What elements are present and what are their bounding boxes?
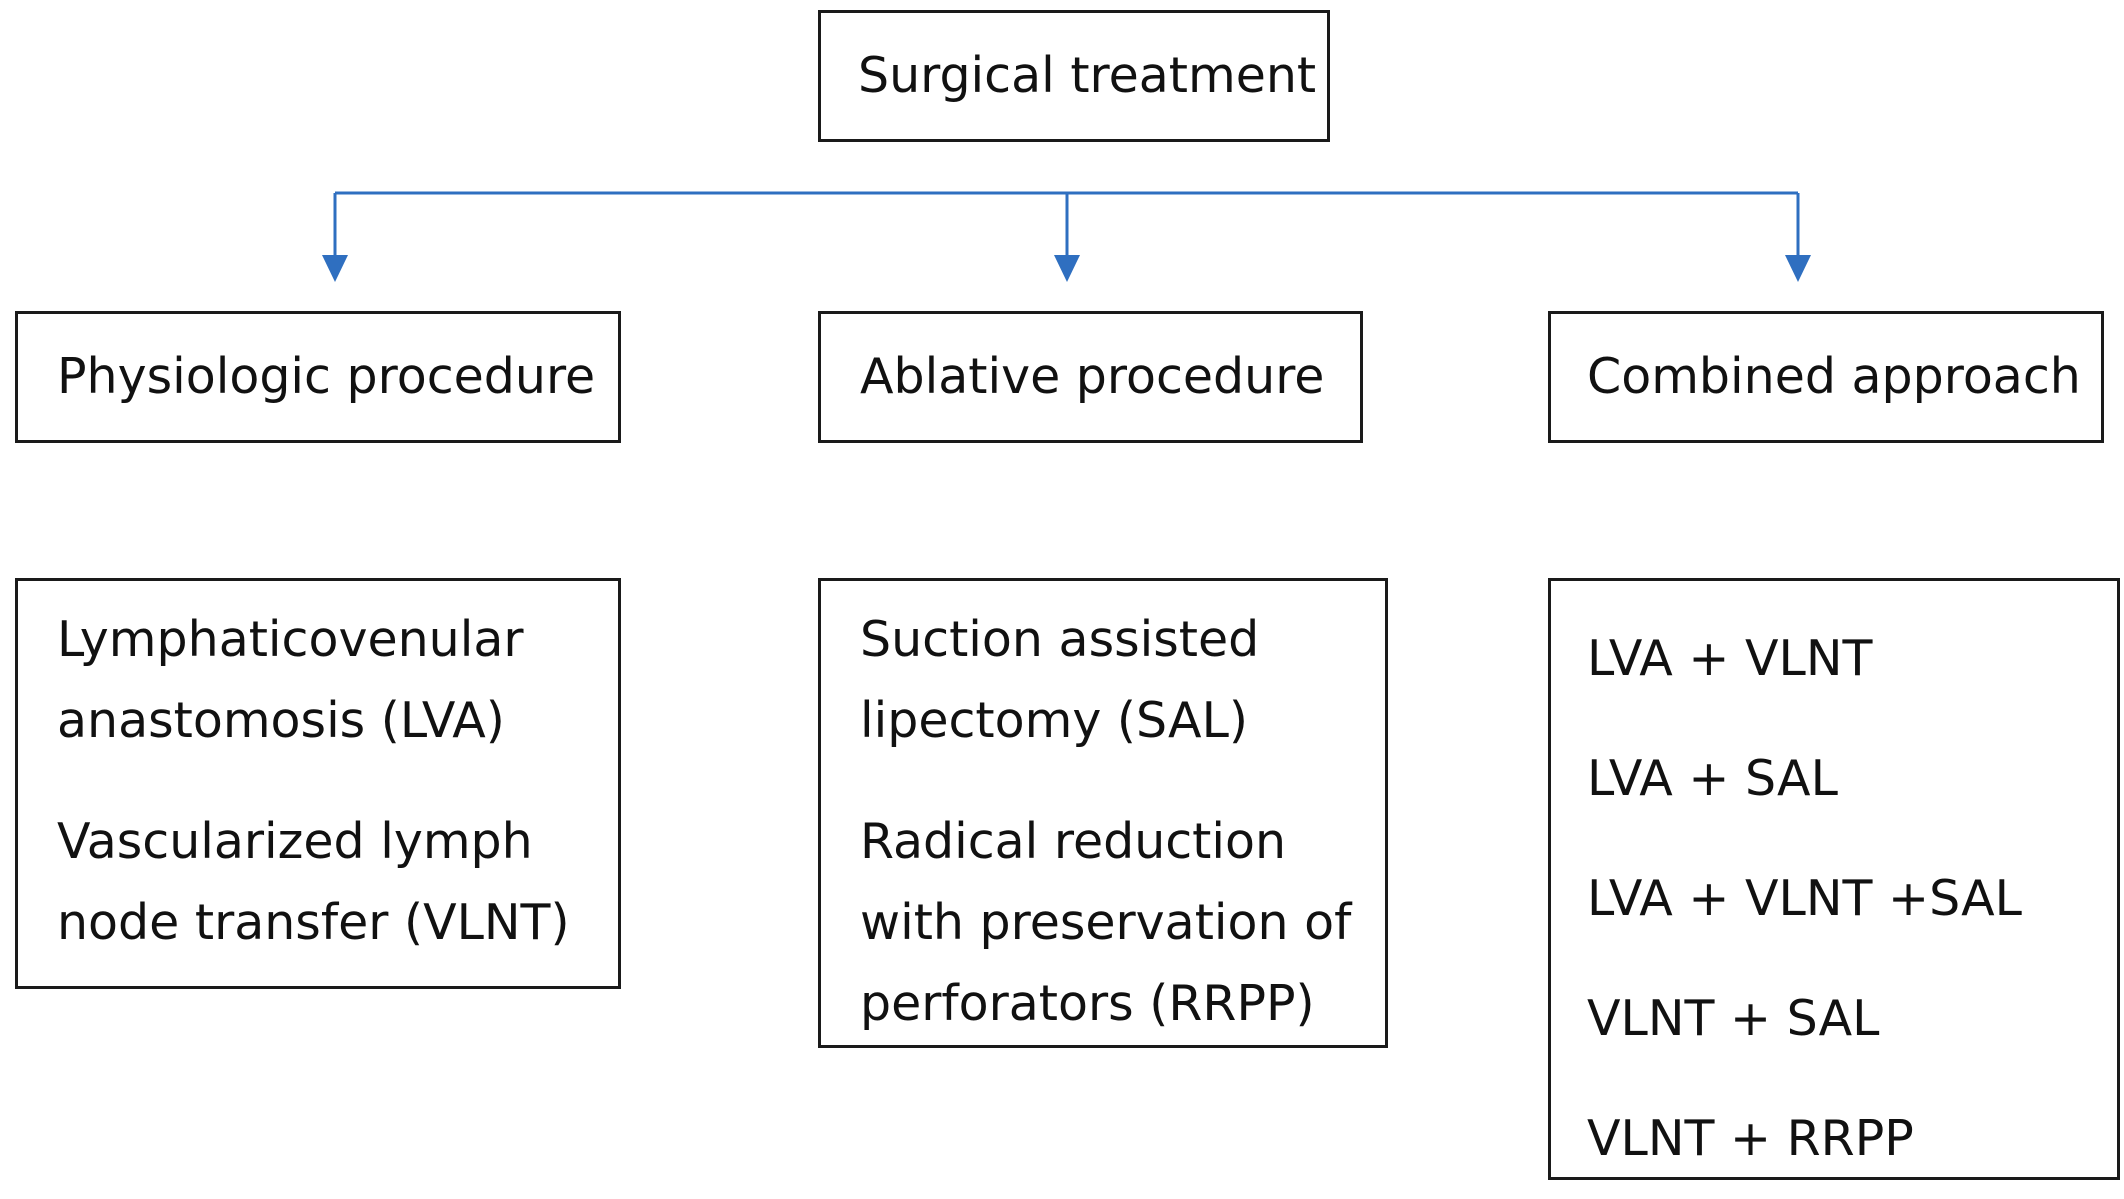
detail-line: Lymphaticovenular: [57, 611, 524, 668]
detail-line: LVA + SAL: [1587, 750, 1838, 807]
detail-line: LVA + VLNT +SAL: [1587, 870, 2022, 927]
detail-line: VLNT + RRPP: [1587, 1110, 1914, 1167]
detail-line: Vascularized lymph: [57, 813, 533, 870]
detail-list-physiologic: Lymphaticovenular anastomosis (LVA) Vasc…: [57, 599, 570, 963]
detail-box-ablative: Suction assisted lipectomy (SAL) Radical…: [818, 578, 1388, 1048]
detail-list-combined: LVA + VLNT LVA + SAL LVA + VLNT +SAL VLN…: [1587, 599, 2022, 1199]
detail-line: perforators (RRPP): [860, 975, 1315, 1032]
detail-line: LVA + VLNT: [1587, 630, 1873, 687]
detail-line: Suction assisted: [860, 611, 1260, 668]
detail-line: anastomosis (LVA): [57, 692, 505, 749]
detail-line: lipectomy (SAL): [860, 692, 1248, 749]
detail-box-physiologic: Lymphaticovenular anastomosis (LVA) Vasc…: [15, 578, 621, 989]
arrowhead-ablative: [1054, 255, 1080, 282]
root-box-surgical-treatment: Surgical treatment: [818, 10, 1330, 142]
detail-box-combined: LVA + VLNT LVA + SAL LVA + VLNT +SAL VLN…: [1548, 578, 2120, 1180]
detail-line: Radical reduction: [860, 813, 1287, 870]
detail-list-ablative: Suction assisted lipectomy (SAL) Radical…: [860, 599, 1351, 1044]
detail-line: with preservation of: [860, 894, 1352, 951]
category-box-ablative-procedure: Ablative procedure: [818, 311, 1363, 443]
detail-line: node transfer (VLNT): [57, 894, 570, 951]
category-label-combined: Combined approach: [1587, 348, 2081, 405]
category-box-physiologic-procedure: Physiologic procedure: [15, 311, 621, 443]
category-label-physiologic: Physiologic procedure: [57, 348, 596, 405]
root-label: Surgical treatment: [858, 47, 1317, 104]
detail-line: VLNT + SAL: [1587, 990, 1880, 1047]
category-label-ablative: Ablative procedure: [860, 348, 1325, 405]
arrowhead-combined: [1785, 255, 1811, 282]
arrowhead-physiologic: [322, 255, 348, 282]
category-box-combined-approach: Combined approach: [1548, 311, 2104, 443]
